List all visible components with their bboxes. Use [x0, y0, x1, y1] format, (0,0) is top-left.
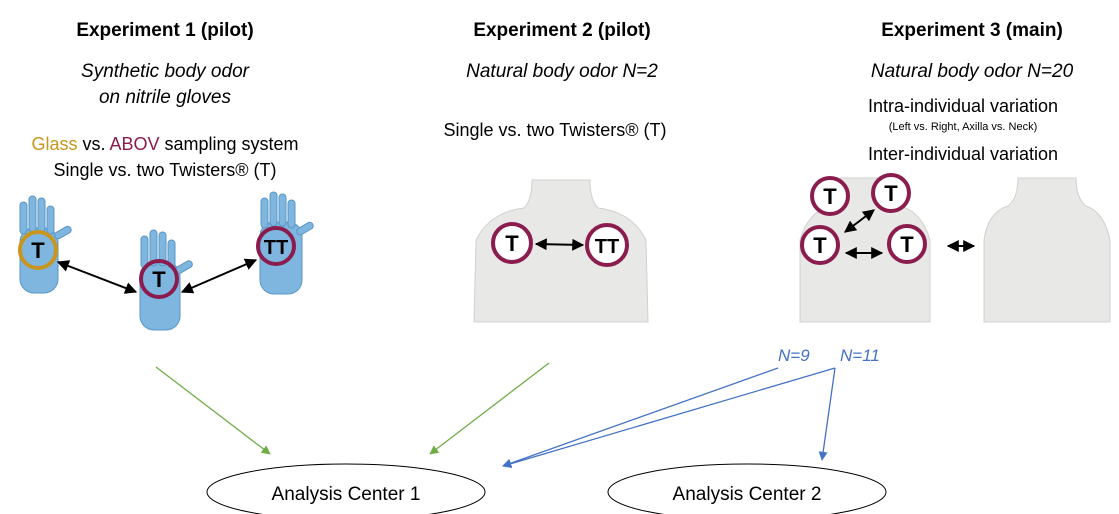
blue-arrow-n9-center1: [502, 367, 779, 468]
exp2-detail: Single vs. two Twisters® (T): [443, 120, 667, 140]
blue-arrow-n11-center1: [502, 367, 836, 469]
exp2-arrow: [534, 238, 585, 251]
twister-double-ring: [256, 226, 296, 266]
glass-label: Glass: [31, 134, 78, 154]
abov-label: ABOV: [109, 134, 160, 154]
exp1-subtitle-line1: Synthetic body odor: [81, 61, 249, 82]
twister-glass-label: T: [31, 238, 45, 263]
torso-exp3-right: [983, 177, 1111, 323]
exp3-arrow-diagonal: [844, 209, 875, 233]
exp3-twister-top-left-ring: [810, 176, 850, 216]
exp2-twister-double-label: TT: [595, 236, 619, 258]
exp3-twister-bottom-left-label: T: [813, 233, 827, 258]
twister-double-label: TT: [264, 237, 288, 259]
twister-center-label: T: [152, 267, 166, 292]
exp3-detail-line2: Inter-individual variation: [867, 144, 1059, 164]
glove-center: [139, 229, 193, 331]
exp3-twister-top-right-label: T: [884, 181, 898, 206]
exp3-twister-top-left-label: T: [823, 184, 837, 209]
twister-glass-ring: [18, 230, 58, 270]
arrow-glass-center: [56, 260, 138, 294]
analysis-center-1-label: Analysis Center 1: [272, 484, 421, 505]
sampling-system-label: sampling system: [159, 134, 299, 154]
exp1-title: Experiment 1 (pilot): [76, 20, 254, 41]
exp1-detail-line2: Single vs. two Twisters® (T): [53, 160, 277, 180]
exp3-twister-top-right-ring: [871, 173, 911, 213]
count-n9: N=9: [778, 346, 810, 365]
green-arrow-exp2: [429, 362, 550, 455]
exp1-subtitle-line2: on nitrile gloves: [98, 87, 232, 108]
exp3-twister-bottom-right-label: T: [900, 232, 914, 257]
exp2-twister-single-ring: [491, 222, 533, 264]
blue-arrow-n11-center2: [818, 367, 836, 461]
exp3-subtitle: Natural body odor N=20: [870, 61, 1074, 82]
exp3-detail-small: (Left vs. Right, Axilla vs. Neck): [888, 121, 1038, 133]
analysis-center-2: [607, 463, 887, 514]
exp3-twister-bottom-left-ring: [800, 225, 840, 265]
exp3-title: Experiment 3 (main): [881, 20, 1063, 41]
glove-left: [19, 195, 72, 294]
exp1-detail-line1: Glass vs. ABOV sampling system: [31, 134, 298, 155]
exp2-subtitle: Natural body odor N=2: [466, 61, 658, 82]
exp3-detail-line1: Intra-individual variation: [867, 96, 1059, 116]
analysis-center-2-label: Analysis Center 2: [673, 484, 822, 505]
exp3-twister-bottom-right-ring: [887, 224, 927, 264]
twister-center-ring: [139, 259, 179, 299]
count-n11: N=11: [840, 346, 880, 365]
green-arrow-exp1: [155, 366, 271, 455]
exp2-twister-double-ring: [585, 223, 629, 267]
exp2-title: Experiment 2 (pilot): [473, 20, 651, 41]
torso-exp2: [473, 179, 649, 323]
vs-label: vs.: [77, 134, 110, 154]
analysis-center-1: [206, 463, 486, 514]
exp2-twister-single-label: T: [505, 231, 519, 256]
arrow-center-double: [180, 258, 258, 294]
